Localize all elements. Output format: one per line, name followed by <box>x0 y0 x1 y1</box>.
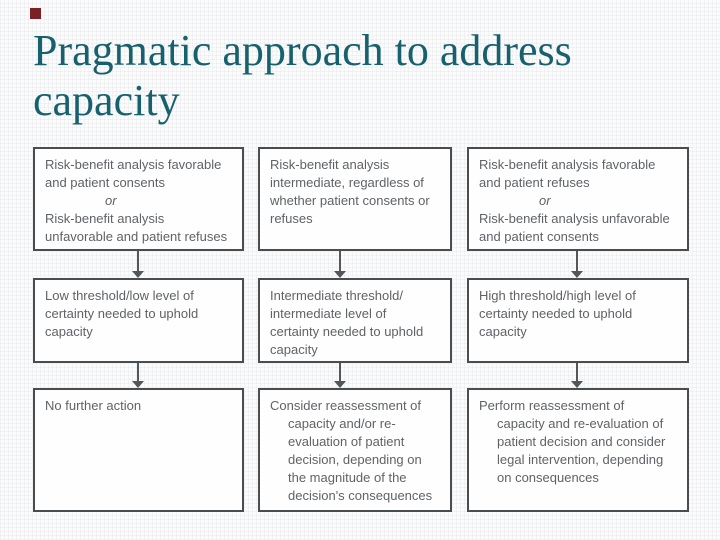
down-arrow-icon <box>571 251 583 278</box>
down-arrow-icon <box>132 363 144 388</box>
flow-box-row1-col3: Risk-benefit analysis favorable and pati… <box>467 147 689 251</box>
flow-box-row2-col2: Intermediate threshold/ intermediate lev… <box>258 278 452 363</box>
down-arrow-icon <box>334 251 346 278</box>
arrow-shaft <box>339 251 341 271</box>
arrow-head <box>571 381 583 388</box>
flow-box-row3-col2: Consider reassessment of capacity and/or… <box>258 388 452 512</box>
arrow-head <box>132 381 144 388</box>
arrow-head <box>334 271 346 278</box>
flow-box-row2-col3: High threshold/high level of certainty n… <box>467 278 689 363</box>
arrow-shaft <box>576 251 578 271</box>
slide-title: Pragmatic approach to address capacity <box>33 26 572 126</box>
or-connector: or <box>105 193 117 208</box>
flow-box-row1-col1: Risk-benefit analysis favorable and pati… <box>33 147 244 251</box>
or-connector: or <box>539 193 551 208</box>
flow-box-text: High threshold/high level of certainty n… <box>479 288 636 339</box>
down-arrow-icon <box>334 363 346 388</box>
flow-box-row3-col3: Perform reassessment of capacity and re-… <box>467 388 689 512</box>
down-arrow-icon <box>132 251 144 278</box>
arrow-shaft <box>339 363 341 381</box>
arrow-shaft <box>137 363 139 381</box>
flow-box-text: Risk-benefit analysis favorable and pati… <box>45 157 222 190</box>
arrow-head <box>571 271 583 278</box>
flow-box-text: Risk-benefit analysis unfavorable and pa… <box>479 211 670 244</box>
flow-box-text: Perform reassessment of capacity and re-… <box>479 398 666 485</box>
flow-box-row3-col1: No further action <box>33 388 244 512</box>
flow-box-row1-col2: Risk-benefit analysis intermediate, rega… <box>258 147 452 251</box>
flow-box-text: Low threshold/low level of certainty nee… <box>45 288 199 339</box>
arrow-head <box>132 271 144 278</box>
flow-box-text: Risk-benefit analysis unfavorable and pa… <box>45 211 228 244</box>
flow-box-text: No further action <box>45 398 142 413</box>
flow-box-text: Risk-benefit analysis favorable and pati… <box>479 157 656 190</box>
accent-square-decoration <box>30 8 41 19</box>
flow-box-text: Consider reassessment of capacity and/or… <box>270 398 433 503</box>
down-arrow-icon <box>571 363 583 388</box>
arrow-head <box>334 381 346 388</box>
flow-box-text: Intermediate threshold/ intermediate lev… <box>270 288 424 357</box>
flow-box-row2-col1: Low threshold/low level of certainty nee… <box>33 278 244 363</box>
flow-box-text: Risk-benefit analysis intermediate, rega… <box>270 157 430 226</box>
arrow-shaft <box>576 363 578 381</box>
arrow-shaft <box>137 251 139 271</box>
